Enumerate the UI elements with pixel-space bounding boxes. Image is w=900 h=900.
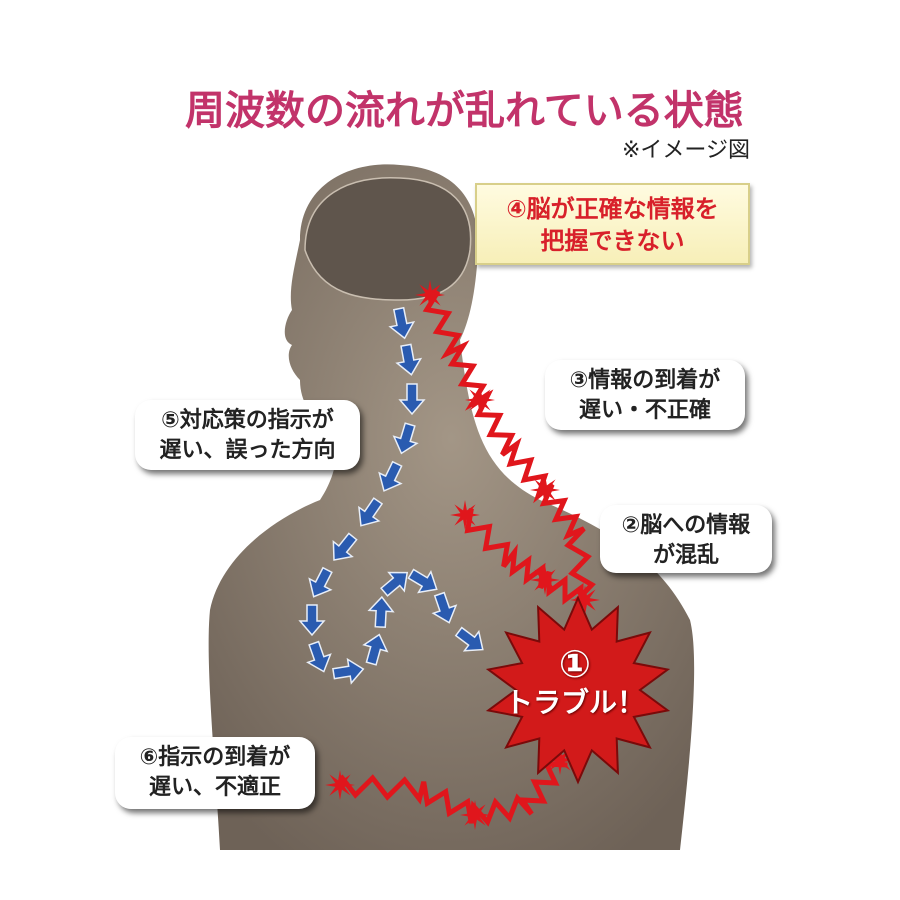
callout-info-arrival: ③情報の到着が 遅い・不正確 [545, 360, 745, 430]
command-signal-arrows [298, 306, 484, 685]
blue-arrow-icon [431, 591, 458, 624]
blue-arrow-icon [362, 633, 389, 666]
blue-arrow-icon [454, 626, 484, 652]
trouble-burst [485, 595, 671, 785]
page-title: 周波数の流れが乱れている状態 [185, 88, 744, 134]
blue-arrow-icon [332, 532, 358, 561]
callout-line: ⑤対応策の指示が [161, 408, 334, 433]
callout-line: 遅い、誤った方向 [159, 438, 336, 463]
red-spark-icon [460, 800, 490, 830]
red-spark-icon [450, 500, 480, 530]
callout-line: ③情報の到着が [569, 368, 721, 393]
callout-brain-cannot-grasp: ④脳が正確な情報を 把握できない [475, 183, 750, 265]
callout-line: ⑥指示の到着が [139, 745, 291, 770]
red-spark-icon [465, 385, 495, 415]
blue-arrow-icon [308, 566, 333, 598]
callout-instruction-arrival: ⑥指示の到着が 遅い、不適正 [115, 737, 315, 809]
blue-arrow-icon [388, 306, 416, 340]
blue-arrow-icon [392, 422, 419, 455]
red-spark-icon [325, 770, 355, 800]
blue-arrow-icon [380, 571, 409, 597]
callout-line: 把握できない [540, 227, 685, 255]
callout-response-instruction: ⑤対応策の指示が 遅い、誤った方向 [135, 400, 360, 470]
trouble-label: ① トラブル！ [500, 642, 650, 720]
callout-line: が混乱 [652, 543, 719, 568]
blue-arrow-icon [407, 568, 438, 594]
blue-arrow-icon [332, 657, 365, 685]
blue-arrow-icon [298, 604, 326, 637]
red-zigzag-signal [464, 508, 584, 608]
red-spark-icon [530, 565, 560, 595]
red-spark-icon [415, 280, 445, 310]
callout-info-confused: ②脳への情報 が混乱 [600, 505, 772, 573]
red-zigzag-signal [422, 289, 596, 604]
blue-arrow-icon [378, 460, 403, 492]
red-spark-icon [530, 475, 560, 505]
blue-arrow-icon [358, 497, 384, 527]
trouble-number: ① [558, 642, 592, 686]
blue-arrow-icon [395, 343, 423, 376]
blue-arrow-icon [367, 595, 395, 629]
trouble-text: トラブル！ [504, 686, 645, 719]
blue-arrow-icon [306, 640, 332, 673]
callout-line: 遅い・不正確 [578, 398, 711, 423]
callout-line: 遅い、不適正 [148, 775, 281, 800]
brain [304, 176, 472, 301]
callout-line: ②脳への情報 [621, 513, 751, 538]
image-note: ※イメージ図 [622, 138, 750, 163]
blue-arrow-icon [398, 383, 426, 416]
callout-line: ④脳が正確な情報を [506, 195, 719, 223]
